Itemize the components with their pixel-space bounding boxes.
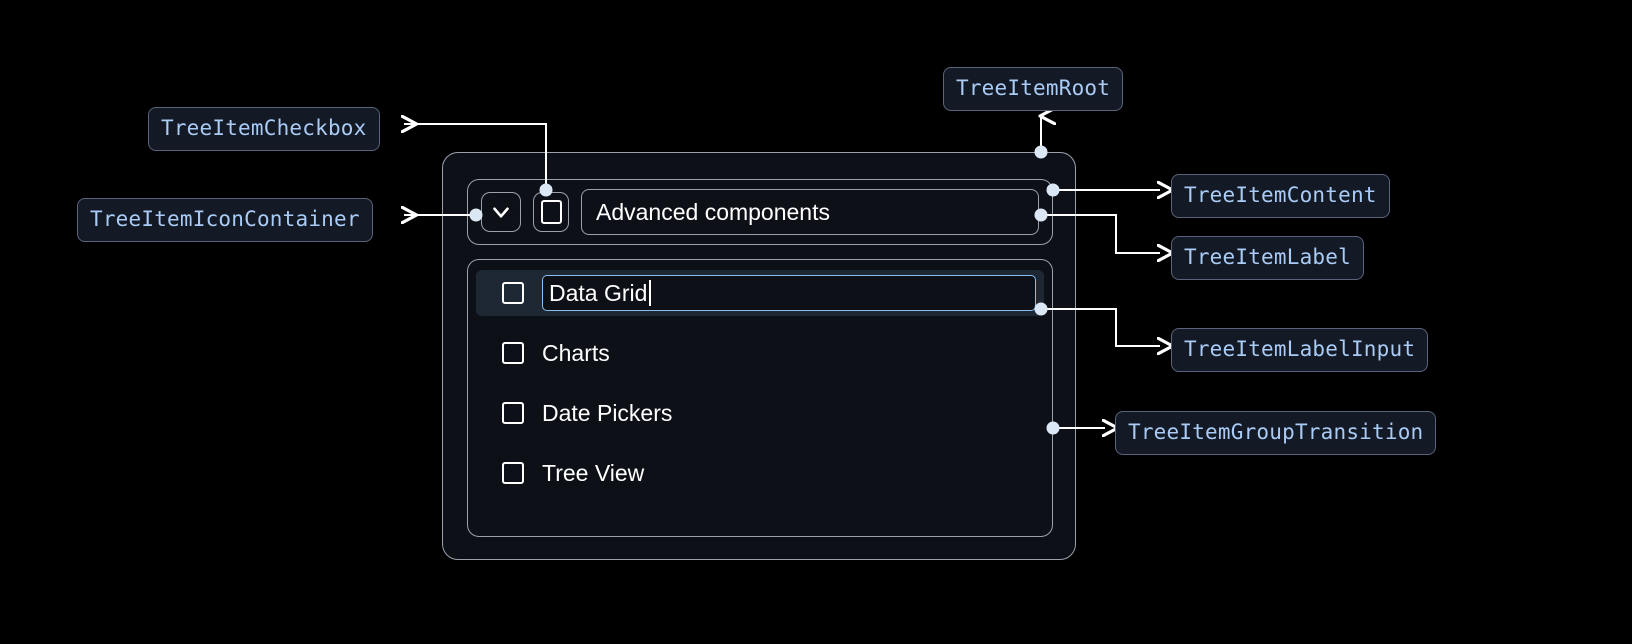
tree-item-row-charts[interactable]: Charts bbox=[476, 330, 1044, 376]
annotation-tree-item-label-input: TreeItemLabelInput bbox=[1171, 328, 1429, 372]
tree-item-label-input-value: Data Grid bbox=[549, 279, 648, 306]
tree-item-checkbox[interactable] bbox=[502, 462, 524, 484]
tree-item-checkbox[interactable] bbox=[502, 402, 524, 424]
annotation-tree-item-root: TreeItemRoot bbox=[943, 67, 1124, 111]
tree-item-label-text: Advanced components bbox=[596, 198, 830, 225]
tree-item-root[interactable]: Advanced components Data Grid Charts Dat… bbox=[442, 152, 1076, 560]
tree-item-row-data-grid[interactable]: Data Grid bbox=[476, 270, 1044, 316]
checkbox-box-icon bbox=[540, 200, 562, 224]
tree-item-icon-container[interactable] bbox=[481, 192, 521, 232]
tree-item-checkbox[interactable] bbox=[502, 282, 524, 304]
tree-item-checkbox[interactable] bbox=[533, 192, 569, 232]
annotation-tree-item-label: TreeItemLabel bbox=[1171, 236, 1364, 280]
tree-item-row-tree-view[interactable]: Tree View bbox=[476, 450, 1044, 496]
tree-item-label-input[interactable]: Data Grid bbox=[542, 275, 1036, 311]
chevron-down-icon bbox=[488, 199, 514, 225]
tree-item-row-date-pickers[interactable]: Date Pickers bbox=[476, 390, 1044, 436]
tree-item-label[interactable]: Advanced components bbox=[581, 189, 1039, 235]
tree-item-label: Tree View bbox=[542, 459, 645, 486]
annotation-tree-item-icon-container: TreeItemIconContainer bbox=[77, 198, 373, 242]
tree-item-group-transition: Data Grid Charts Date Pickers Tree View bbox=[467, 259, 1053, 537]
tree-item-content[interactable]: Advanced components bbox=[467, 179, 1053, 245]
text-cursor bbox=[649, 280, 651, 306]
tree-item-label: Charts bbox=[542, 339, 610, 366]
tree-item-checkbox[interactable] bbox=[502, 342, 524, 364]
annotation-tree-item-content: TreeItemContent bbox=[1171, 174, 1390, 218]
annotation-tree-item-checkbox: TreeItemCheckbox bbox=[148, 107, 380, 151]
tree-item-label: Date Pickers bbox=[542, 399, 673, 426]
annotation-tree-item-group-transition: TreeItemGroupTransition bbox=[1115, 411, 1437, 455]
